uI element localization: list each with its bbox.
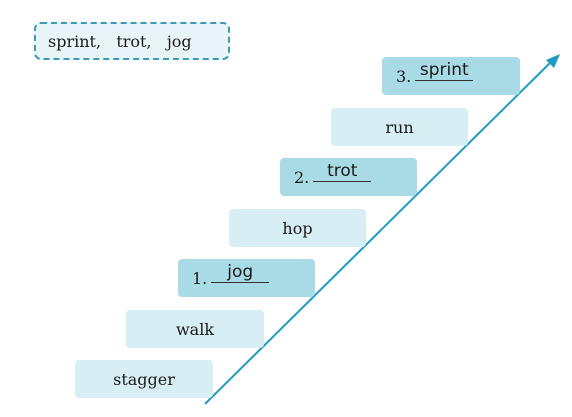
step-number: 1.: [192, 268, 208, 288]
step-stagger: stagger: [75, 360, 213, 398]
step-blank-1: 1. jog: [178, 259, 315, 297]
word-bank-word: sprint,: [48, 31, 102, 51]
step-hop: hop: [229, 209, 366, 247]
step-label: walk: [175, 319, 215, 339]
step-blank-3: 3. sprint: [382, 57, 520, 95]
step-number: 3.: [396, 66, 412, 86]
step-run: run: [331, 108, 468, 146]
word-bank: sprint, trot, jog: [34, 22, 230, 60]
step-blank-2: 2. trot: [280, 158, 417, 196]
step-label: hop: [282, 218, 313, 238]
answer-blank[interactable]: trot: [313, 162, 372, 182]
answer-blank[interactable]: jog: [211, 263, 270, 283]
step-number: 2.: [294, 167, 310, 187]
step-walk: walk: [126, 310, 264, 348]
answer-blank[interactable]: sprint: [415, 61, 474, 81]
step-label: stagger: [113, 369, 175, 389]
step-label: run: [385, 117, 414, 137]
word-bank-word: trot,: [116, 31, 152, 51]
word-bank-word: jog: [166, 31, 192, 51]
